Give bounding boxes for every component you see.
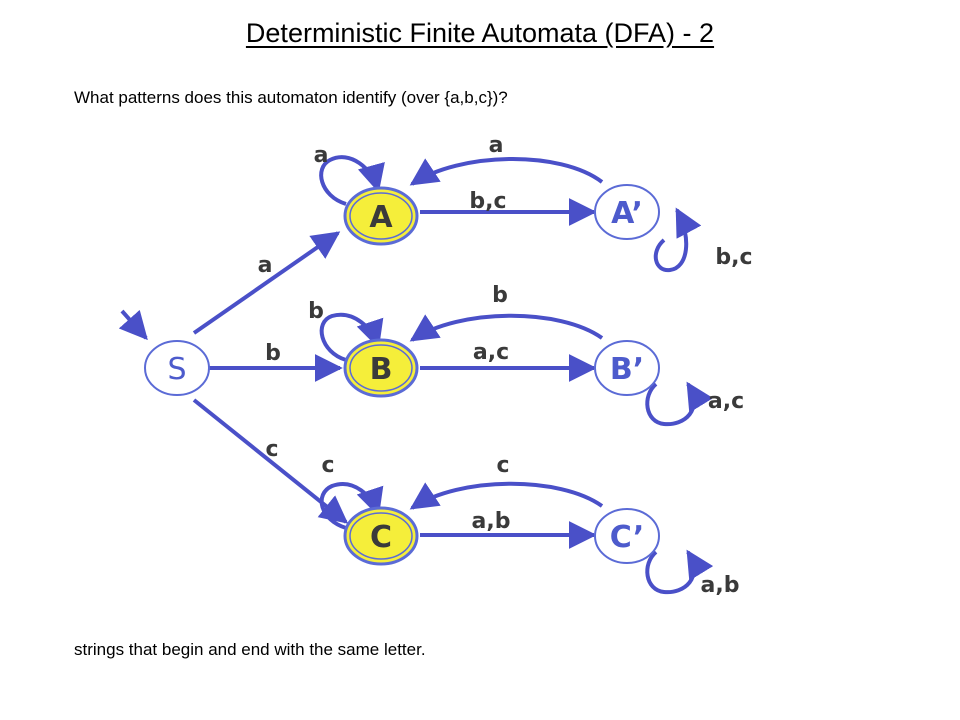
label-c-self: c — [321, 453, 334, 478]
state-c-label: C — [370, 520, 392, 555]
loop-b2-self — [645, 381, 714, 427]
label-s-to-a: a — [258, 253, 273, 278]
state-c: C — [343, 506, 419, 566]
answer-text: strings that begin and end with the same… — [74, 640, 426, 659]
state-c-prime-label: C’ — [610, 520, 645, 555]
edge-b2-to-b — [409, 313, 604, 342]
loop-c2-self — [645, 549, 714, 595]
label-c2-to-c: c — [496, 453, 509, 478]
state-a-prime: A’ — [594, 184, 660, 240]
label-b-self: b — [308, 299, 324, 324]
state-s: S — [144, 340, 210, 396]
label-b2-self: a,c — [708, 389, 744, 414]
question-text: What patterns does this automaton identi… — [74, 88, 508, 107]
loop-c-self — [319, 482, 384, 530]
label-b2-to-b: b — [492, 283, 508, 308]
start-arrow — [118, 309, 148, 341]
label-a2-to-a: a — [489, 133, 504, 158]
state-a: A — [343, 186, 419, 246]
label-s-to-b: b — [265, 341, 281, 366]
loop-a2-self — [653, 207, 702, 273]
loop-b-self — [319, 312, 384, 362]
label-a-self: a — [314, 143, 329, 168]
state-b-prime-label: B’ — [610, 352, 644, 387]
state-a-label: A — [369, 200, 393, 235]
slide-title: Deterministic Finite Automata (DFA) - 2 — [245, 18, 715, 48]
state-b-prime: B’ — [594, 340, 660, 396]
label-c2-self: a,b — [701, 573, 740, 598]
loop-a-self — [319, 155, 385, 206]
state-b: B — [343, 338, 419, 398]
state-s-label: S — [167, 352, 186, 387]
edge-s-to-a — [192, 231, 341, 335]
edge-a2-to-a — [409, 157, 604, 186]
edge-c2-to-c — [409, 481, 604, 510]
state-b-label: B — [370, 352, 393, 387]
label-a2-self: b,c — [715, 245, 752, 270]
label-c-to-c2: a,b — [472, 509, 511, 534]
label-b-to-b2: a,c — [473, 340, 509, 365]
label-a-to-a2: b,c — [469, 189, 506, 214]
label-s-to-c: c — [265, 437, 278, 462]
state-a-prime-label: A’ — [611, 196, 643, 231]
state-c-prime: C’ — [594, 508, 660, 564]
